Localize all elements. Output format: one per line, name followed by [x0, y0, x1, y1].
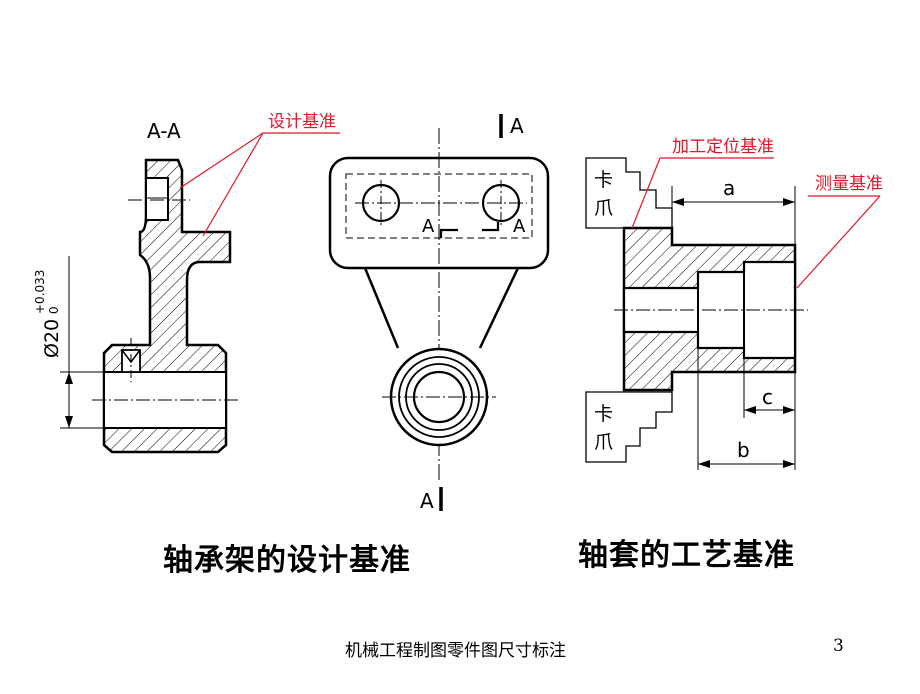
- dimension-b: b: [737, 438, 750, 462]
- locating-datum-label: 加工定位基准: [672, 137, 774, 157]
- caption-sleeve-process-datum: 轴套的工艺基准: [578, 538, 795, 573]
- cut-label-inner-left: A: [422, 216, 435, 237]
- svg-text:Ø20: Ø20: [41, 319, 63, 358]
- svg-text:0: 0: [47, 306, 61, 314]
- cut-label-top: A: [510, 114, 524, 138]
- svg-text:+0.033: +0.033: [33, 270, 47, 314]
- svg-text:卡: 卡: [594, 403, 613, 425]
- cut-label-bottom: A: [420, 489, 434, 513]
- upper-hole: [145, 177, 169, 221]
- footer-title: 机械工程制图零件图尺寸标注: [345, 641, 566, 661]
- measuring-datum-label: 测量基准: [815, 174, 883, 194]
- bracket-front-view: A A A A: [328, 114, 550, 513]
- dimension-a: a: [723, 176, 735, 200]
- svg-text:爪: 爪: [594, 197, 613, 219]
- diameter-dimension: Ø20 +0.033 0: [33, 270, 63, 358]
- svg-text:卡: 卡: [594, 169, 613, 191]
- caption-bracket-design-datum: 轴承架的设计基准: [163, 543, 411, 578]
- cut-label-inner-right: A: [513, 216, 526, 237]
- bracket-section-view: A-A Ø20 +0.033 0 设计基准: [33, 112, 340, 454]
- dimension-c: c: [762, 385, 773, 409]
- page-number: 3: [833, 636, 844, 656]
- chuck-jaw-lower: [585, 391, 673, 463]
- sleeve-section-view: 卡 爪 卡 爪 a c b 加工定位基准: [585, 137, 883, 470]
- svg-text:爪: 爪: [594, 431, 613, 453]
- design-datum-label: 设计基准: [268, 112, 336, 132]
- section-label: A-A: [147, 119, 181, 143]
